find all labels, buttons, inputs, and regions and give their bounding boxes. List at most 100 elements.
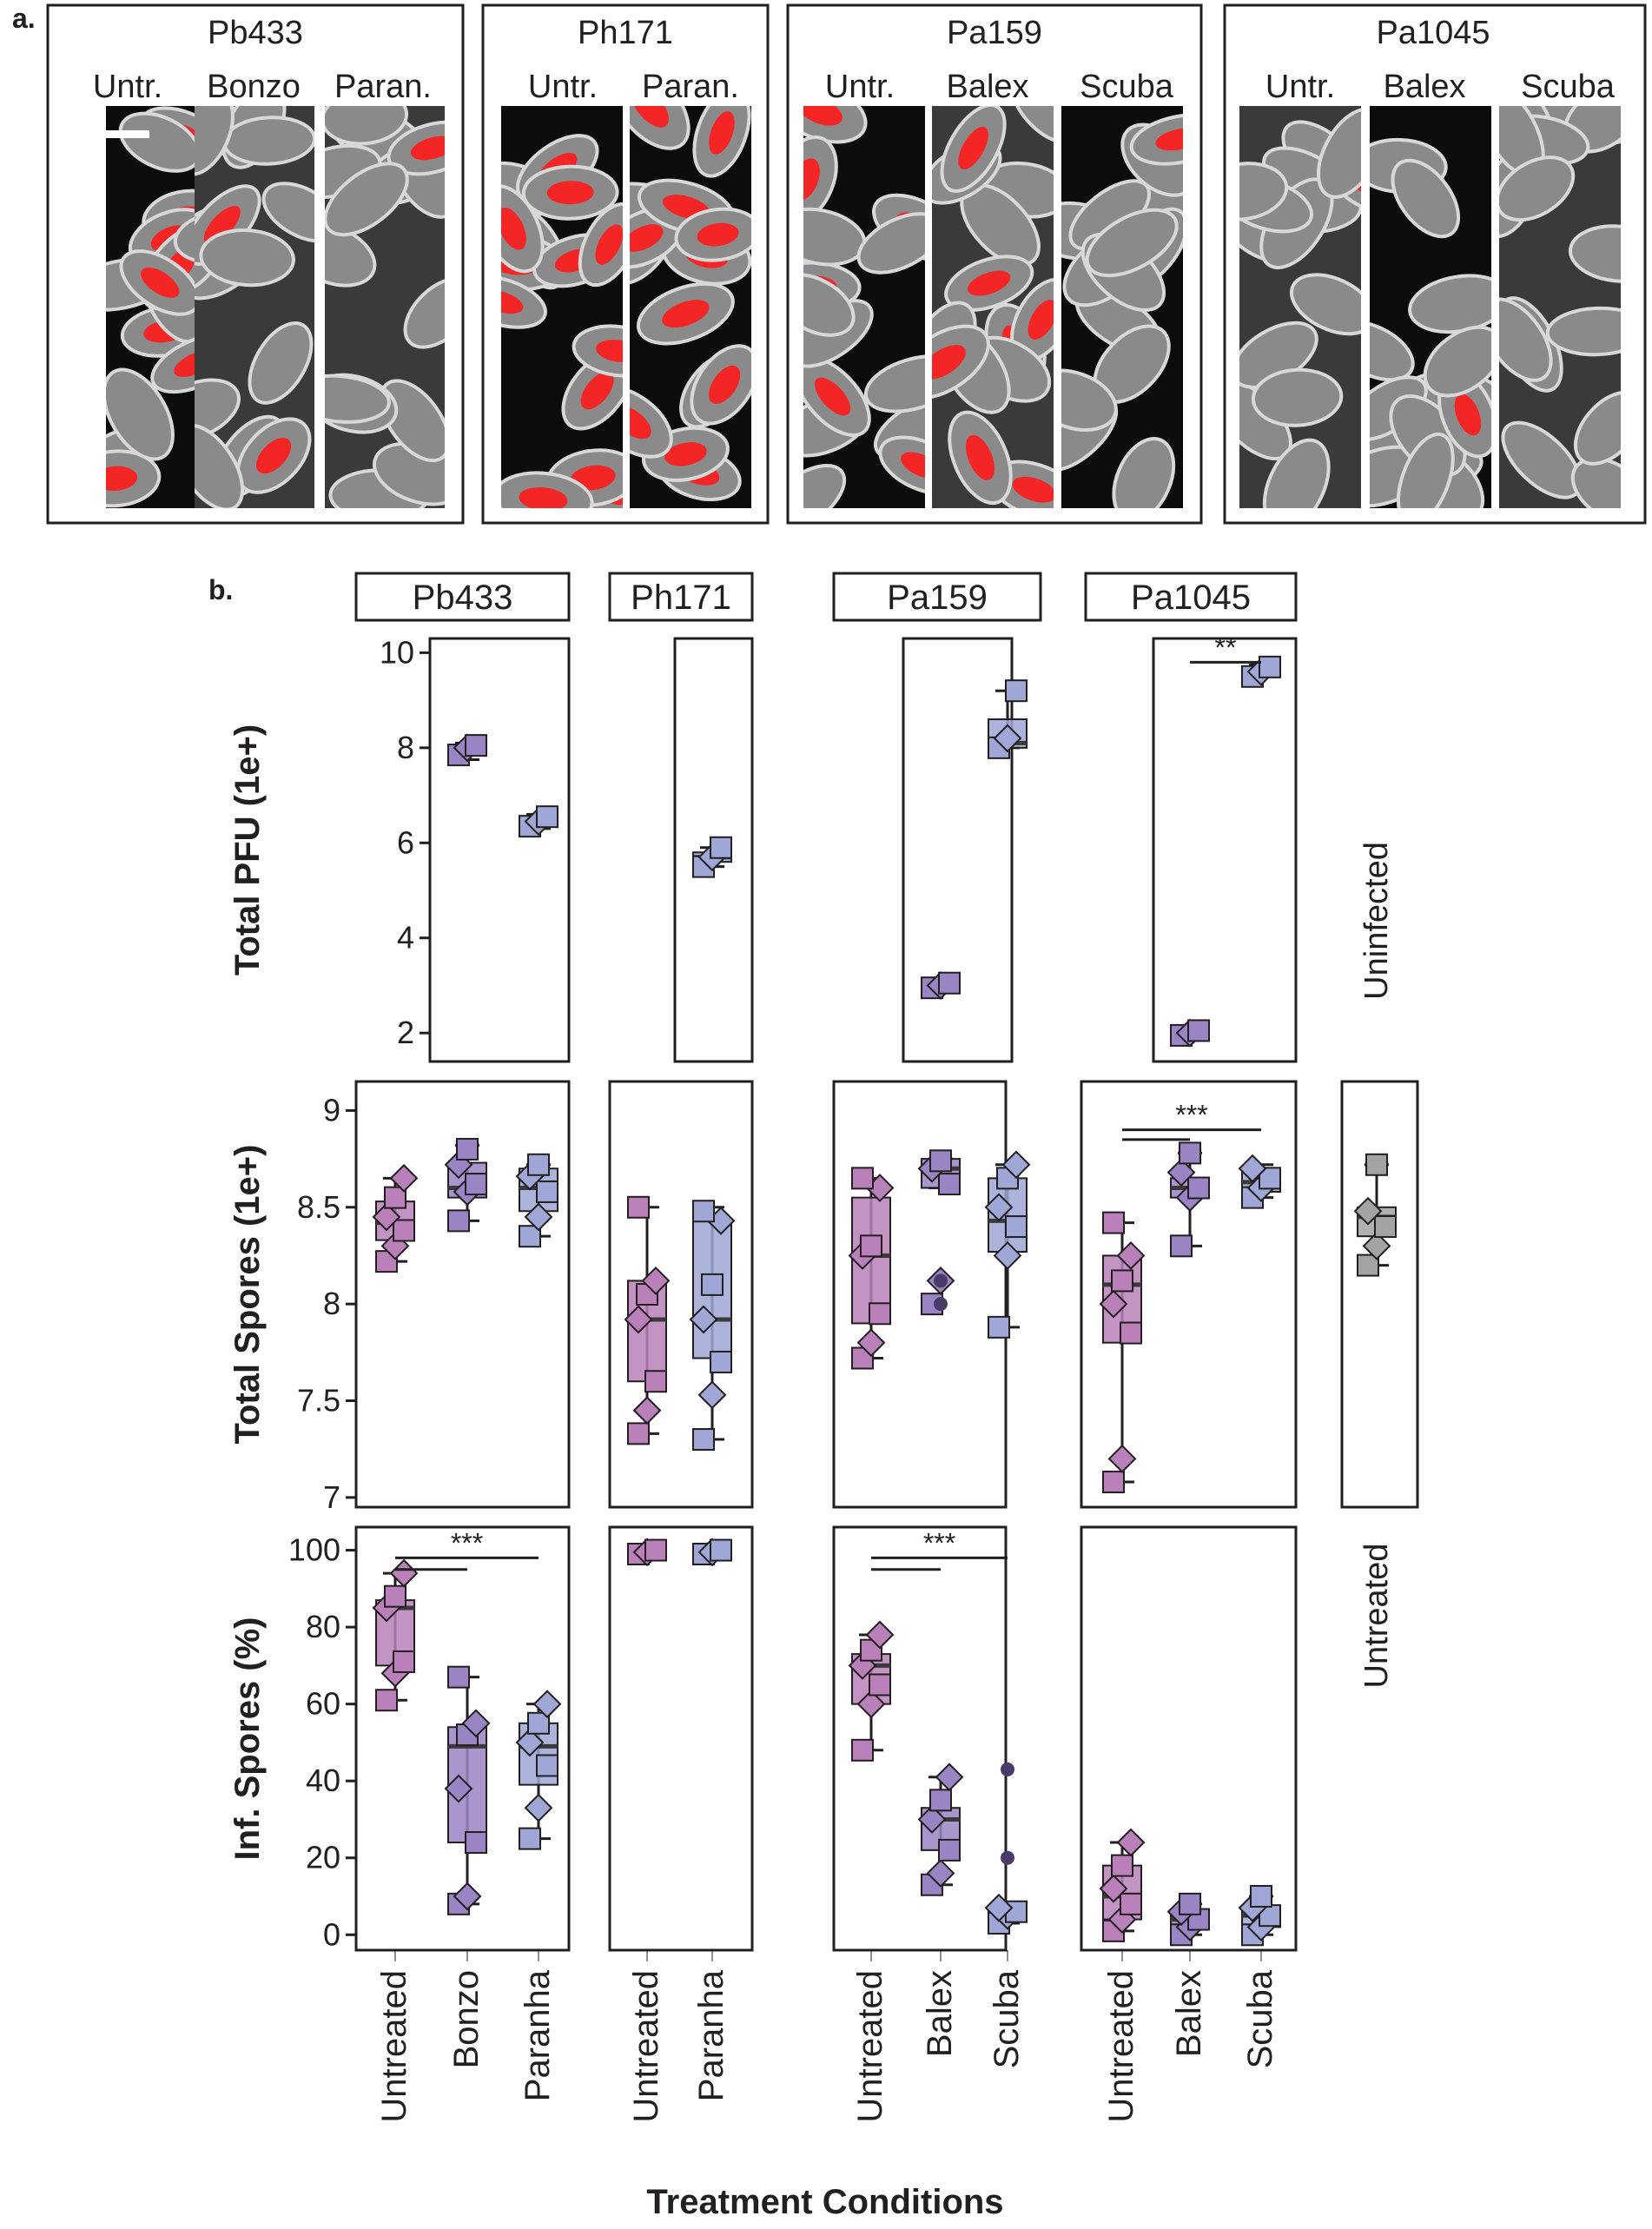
data-point-square (1102, 1471, 1125, 1494)
data-point-square (1102, 1211, 1125, 1234)
phage-signal (967, 270, 1011, 296)
spore-field (325, 106, 445, 508)
data-point-square (938, 971, 961, 995)
data-point-square (375, 1689, 398, 1712)
phage-signal (901, 452, 925, 479)
data-point-square (869, 1302, 891, 1326)
micrograph-pa159-untr- (803, 106, 925, 508)
y-tick-label: 7 (323, 1479, 340, 1515)
data-point-diamond (389, 1163, 419, 1193)
phage-signal (106, 466, 138, 492)
facet-frame (832, 1080, 1008, 1509)
data-point-square (938, 1838, 961, 1862)
phage-signal (1454, 394, 1482, 436)
label-pb433-paran: Paran. (334, 69, 432, 105)
phage-signal (501, 290, 524, 314)
x-category-label: Balex (921, 1970, 959, 2057)
data-point-square (644, 1538, 667, 1562)
facet-pa159-row-2 (832, 1080, 1031, 1509)
label-pa1045-scuba: Scuba (1521, 69, 1616, 105)
significance-label: *** (1175, 1100, 1207, 1131)
spore (1289, 273, 1361, 336)
spore-field (1239, 107, 1361, 508)
facet-strip-label: Pb433 (413, 579, 513, 617)
facet-pa1045-row-3 (1080, 1525, 1298, 1952)
phage-signal (803, 158, 820, 201)
data-point-diamond (1353, 1196, 1383, 1226)
spore (1499, 297, 1553, 382)
y-tick-label: 80 (306, 1609, 340, 1644)
spore (1316, 107, 1361, 199)
y-tick-label: 8 (323, 1286, 340, 1321)
phage-signal (1012, 476, 1054, 503)
spore-field (803, 106, 925, 508)
data-point-square (536, 1754, 558, 1777)
micrograph-pa159-scuba (1061, 106, 1183, 508)
data-point-diamond (865, 1620, 895, 1650)
spore (863, 354, 925, 413)
phage-signal (815, 377, 851, 416)
label-pa159-scuba: Scuba (1080, 69, 1174, 105)
phage-signal (697, 222, 739, 247)
facet-strip (354, 572, 571, 622)
data-point-diamond (1099, 1874, 1128, 1903)
phage-signal (580, 372, 614, 410)
data-point-diamond (1166, 1158, 1196, 1187)
facet-pa1045-row-2: *** (1080, 1080, 1298, 1509)
spore (325, 162, 409, 237)
significance-label: *** (923, 1527, 955, 1558)
phage-signal (1028, 300, 1054, 340)
phage-signal (630, 224, 664, 252)
data-point-diamond (532, 1690, 562, 1719)
data-point-square (465, 1831, 487, 1855)
panel-b-chart: Uninfected Untreated Treatment Condition… (228, 572, 1419, 2221)
data-point-square (393, 1650, 415, 1673)
spore (1391, 158, 1461, 239)
spore (1396, 432, 1455, 508)
data-point-square (384, 1584, 406, 1608)
y-tick-label: 4 (397, 920, 414, 956)
spore (856, 212, 925, 274)
data-point-square (869, 1673, 891, 1697)
data-point-diamond (524, 1202, 553, 1232)
phage-signal (664, 442, 707, 466)
data-point-diamond (461, 1709, 491, 1738)
data-point-diamond (1116, 1241, 1146, 1270)
facet-strip-label: Pa159 (887, 579, 988, 617)
data-point-diamond (993, 724, 1022, 753)
data-point-square (1365, 1153, 1388, 1176)
y-tick-label: 40 (306, 1763, 340, 1798)
micrograph-pa159-balex (932, 106, 1054, 508)
spore (195, 106, 235, 176)
data-point-diamond (641, 1266, 671, 1295)
spore (379, 379, 445, 463)
label-pa159-balex: Balex (946, 69, 1028, 105)
label-ph171-paran: Paran. (642, 69, 739, 105)
spore (325, 106, 409, 146)
y-tick-label: 8 (397, 730, 414, 765)
spore (1112, 437, 1176, 508)
facet-pb433-row-2 (354, 1080, 571, 1509)
phage-signal (631, 106, 669, 128)
data-point-square (701, 1273, 724, 1296)
y-tick-label: 100 (288, 1532, 340, 1568)
spore (261, 182, 314, 243)
facet-frame (608, 1080, 754, 1509)
phage-signal (803, 106, 843, 126)
data-point-square (1179, 1892, 1201, 1915)
data-point-diamond (632, 1396, 662, 1425)
outlier-point (1001, 1762, 1014, 1776)
spore-field (1370, 137, 1491, 508)
panel-a-microscopy: Pb433 Untr. Bonzo Paran. Ph171 Untr. Par… (46, 3, 1647, 525)
data-point-diamond (515, 1728, 545, 1757)
micrograph-pa1045-scuba (1499, 106, 1621, 508)
data-point-square (465, 1173, 487, 1196)
data-point-diamond (524, 1793, 553, 1822)
spore (1010, 106, 1054, 145)
spore (403, 276, 445, 349)
group-title-pa1045: Pa1045 (1376, 15, 1490, 51)
phage-signal (141, 267, 180, 298)
spore-field (501, 134, 623, 508)
data-point-diamond (856, 1690, 886, 1719)
